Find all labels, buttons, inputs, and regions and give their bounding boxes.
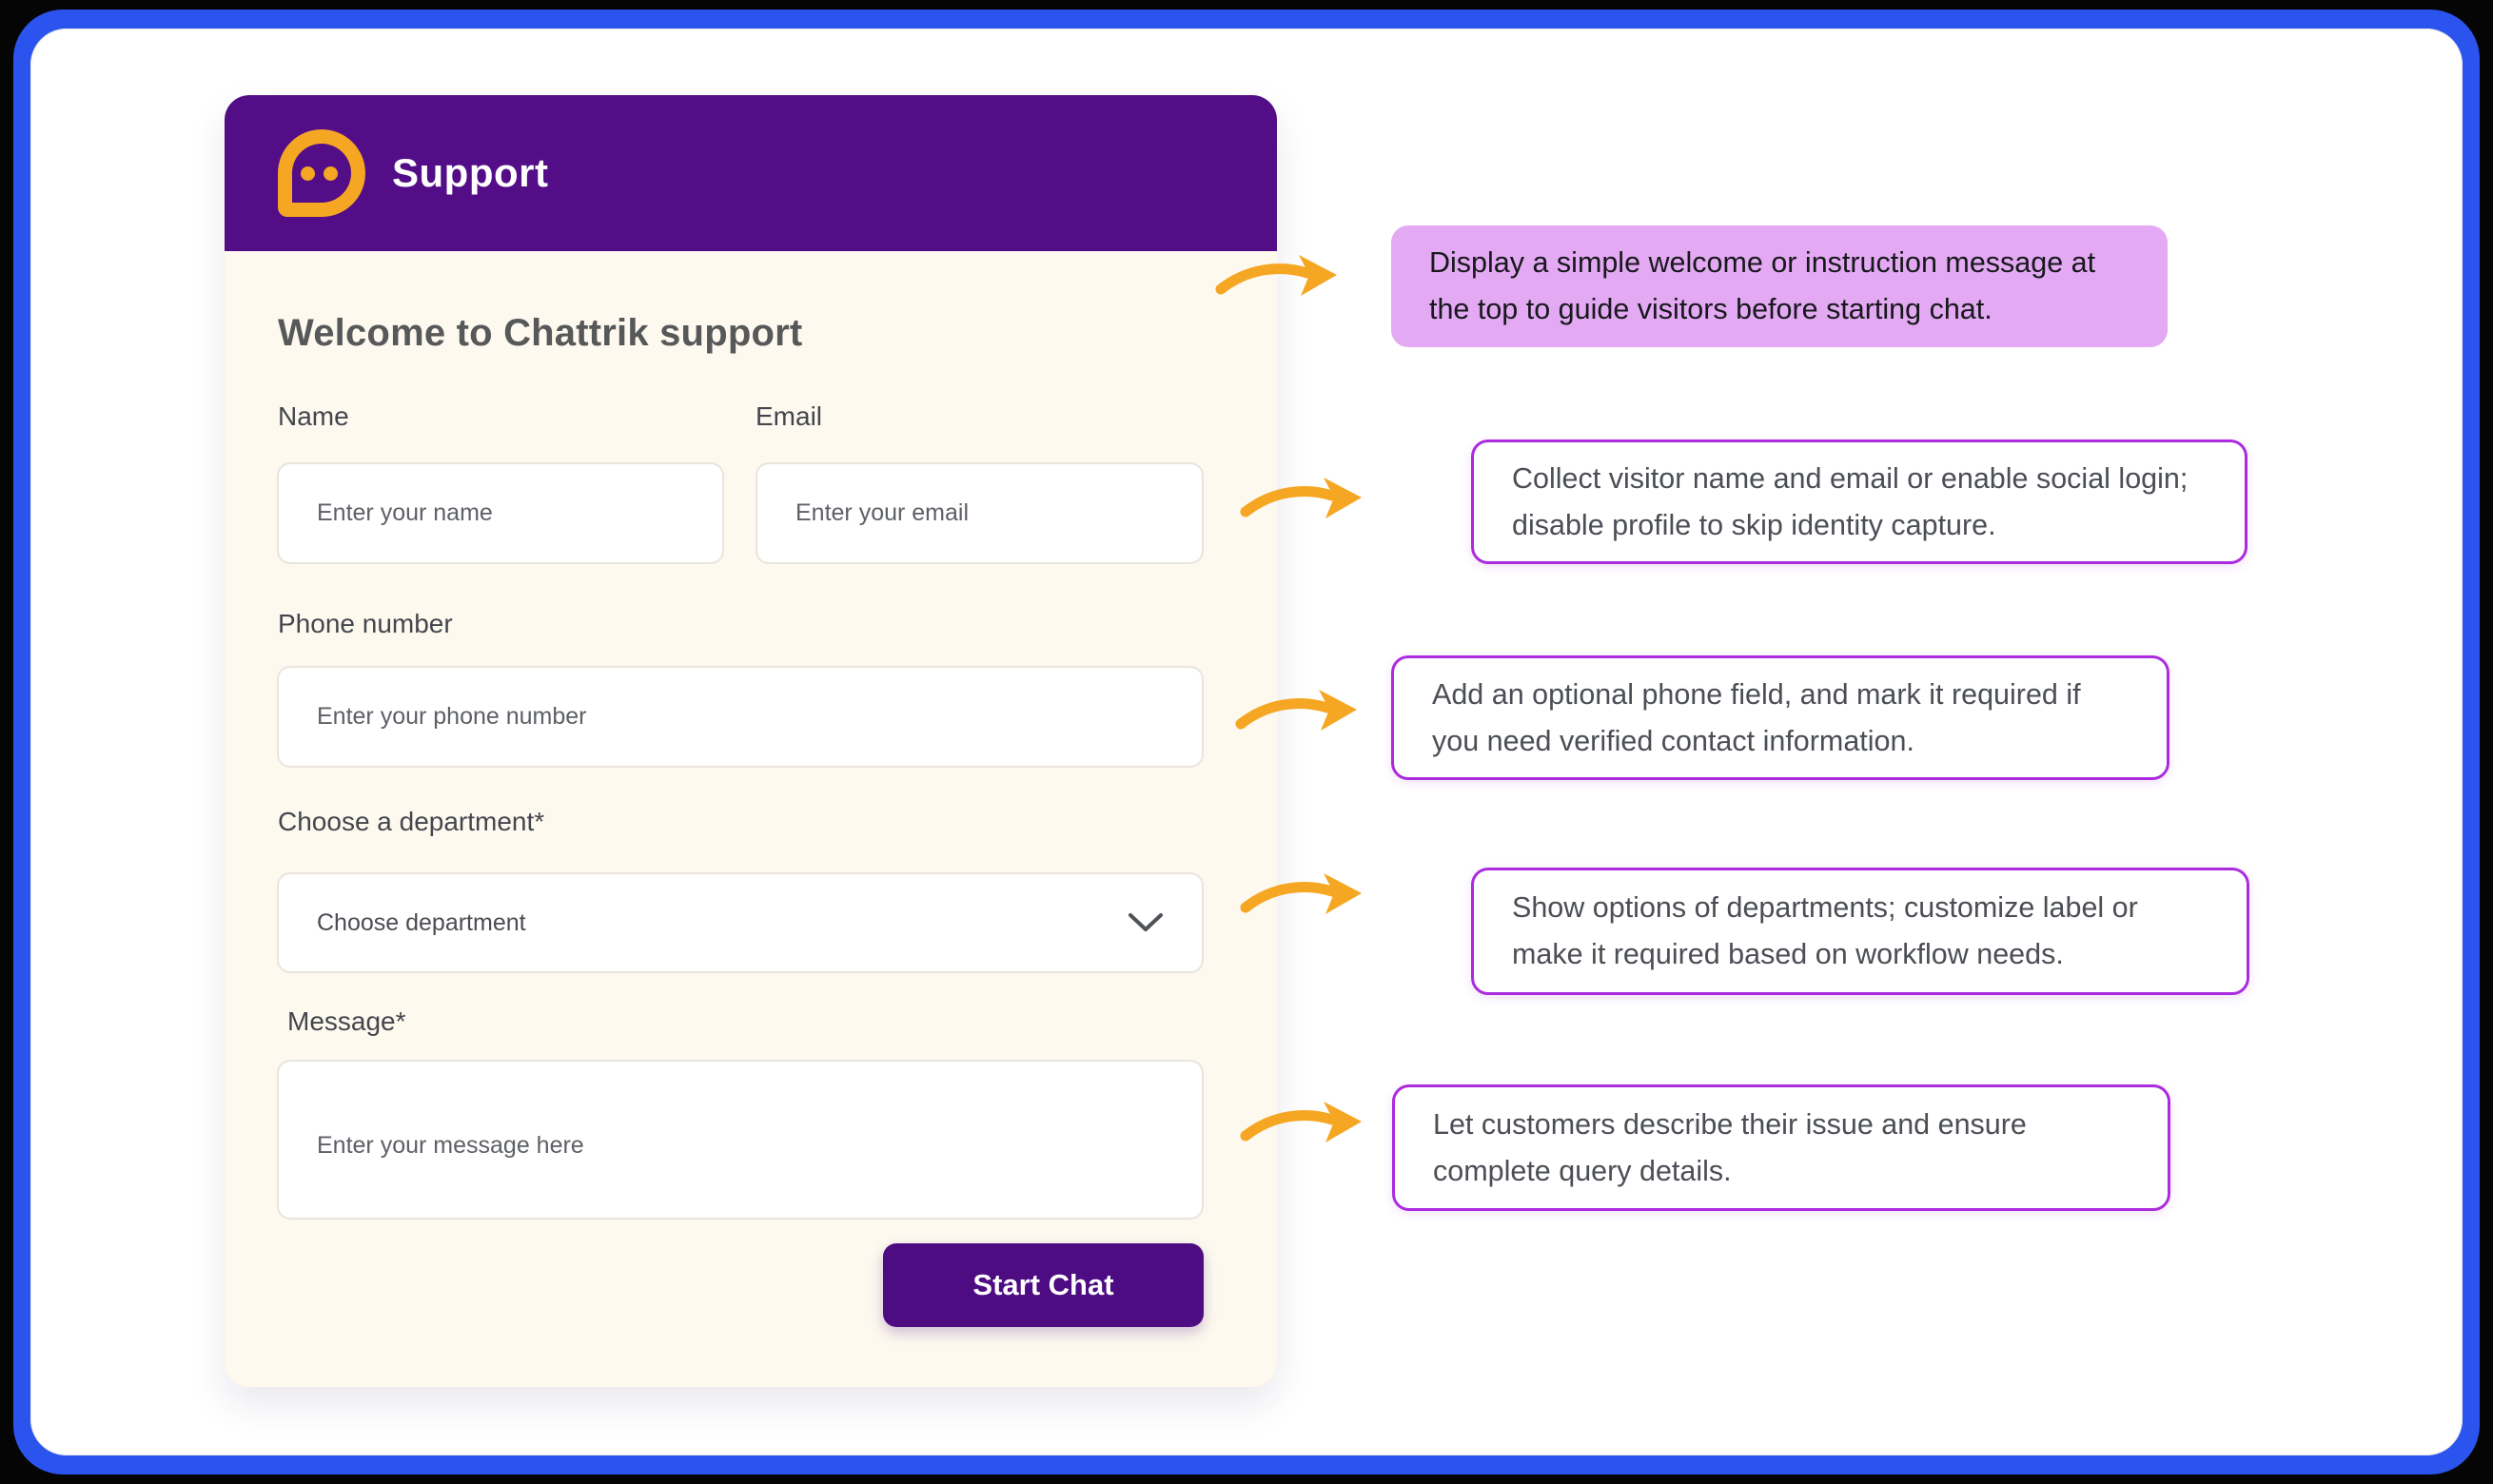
phone-input[interactable] [277, 666, 1204, 768]
message-textarea[interactable] [277, 1060, 1204, 1220]
chat-widget-card: Support Welcome to Chattrik support Name… [225, 95, 1277, 1387]
name-label: Name [278, 401, 349, 431]
arrow-right-icon [1240, 1102, 1362, 1142]
department-select-value: Choose department [317, 908, 526, 936]
message-label: Message* [287, 1006, 406, 1036]
arrow-right-icon [1215, 255, 1337, 296]
department-select[interactable]: Choose department [277, 872, 1204, 973]
name-input[interactable] [277, 462, 724, 564]
chevron-down-icon [1129, 913, 1163, 931]
widget-header: Support [225, 95, 1277, 251]
department-label: Choose a department* [278, 807, 545, 836]
annotation-welcome-message: Display a simple welcome or instruction … [1391, 225, 2168, 347]
arrow-right-icon [1240, 873, 1362, 914]
annotation-text: Display a simple welcome or instruction … [1429, 246, 2096, 325]
annotation-name-email: Collect visitor name and email or enable… [1471, 439, 2248, 564]
annotation-phone-field: Add an optional phone field, and mark it… [1391, 655, 2169, 780]
start-chat-button[interactable]: Start Chat [883, 1243, 1204, 1327]
logo-eye-left [301, 166, 315, 181]
arrow-right-icon [1235, 690, 1357, 731]
annotation-text: Show options of departments; customize l… [1512, 891, 2138, 970]
email-label: Email [756, 401, 823, 431]
annotation-message: Let customers describe their issue and e… [1392, 1084, 2170, 1211]
arrow-right-icon [1240, 478, 1362, 518]
welcome-heading: Welcome to Chattrik support [278, 312, 803, 354]
annotation-text: Collect visitor name and email or enable… [1512, 461, 2189, 541]
annotation-department: Show options of departments; customize l… [1471, 868, 2249, 995]
logo-eye-right [324, 166, 338, 181]
email-input[interactable] [756, 462, 1204, 564]
annotation-text: Add an optional phone field, and mark it… [1432, 677, 2081, 757]
annotation-text: Let customers describe their issue and e… [1433, 1107, 2027, 1187]
chattrik-logo-icon [278, 129, 365, 217]
phone-label: Phone number [278, 609, 453, 638]
widget-title: Support [392, 150, 549, 195]
